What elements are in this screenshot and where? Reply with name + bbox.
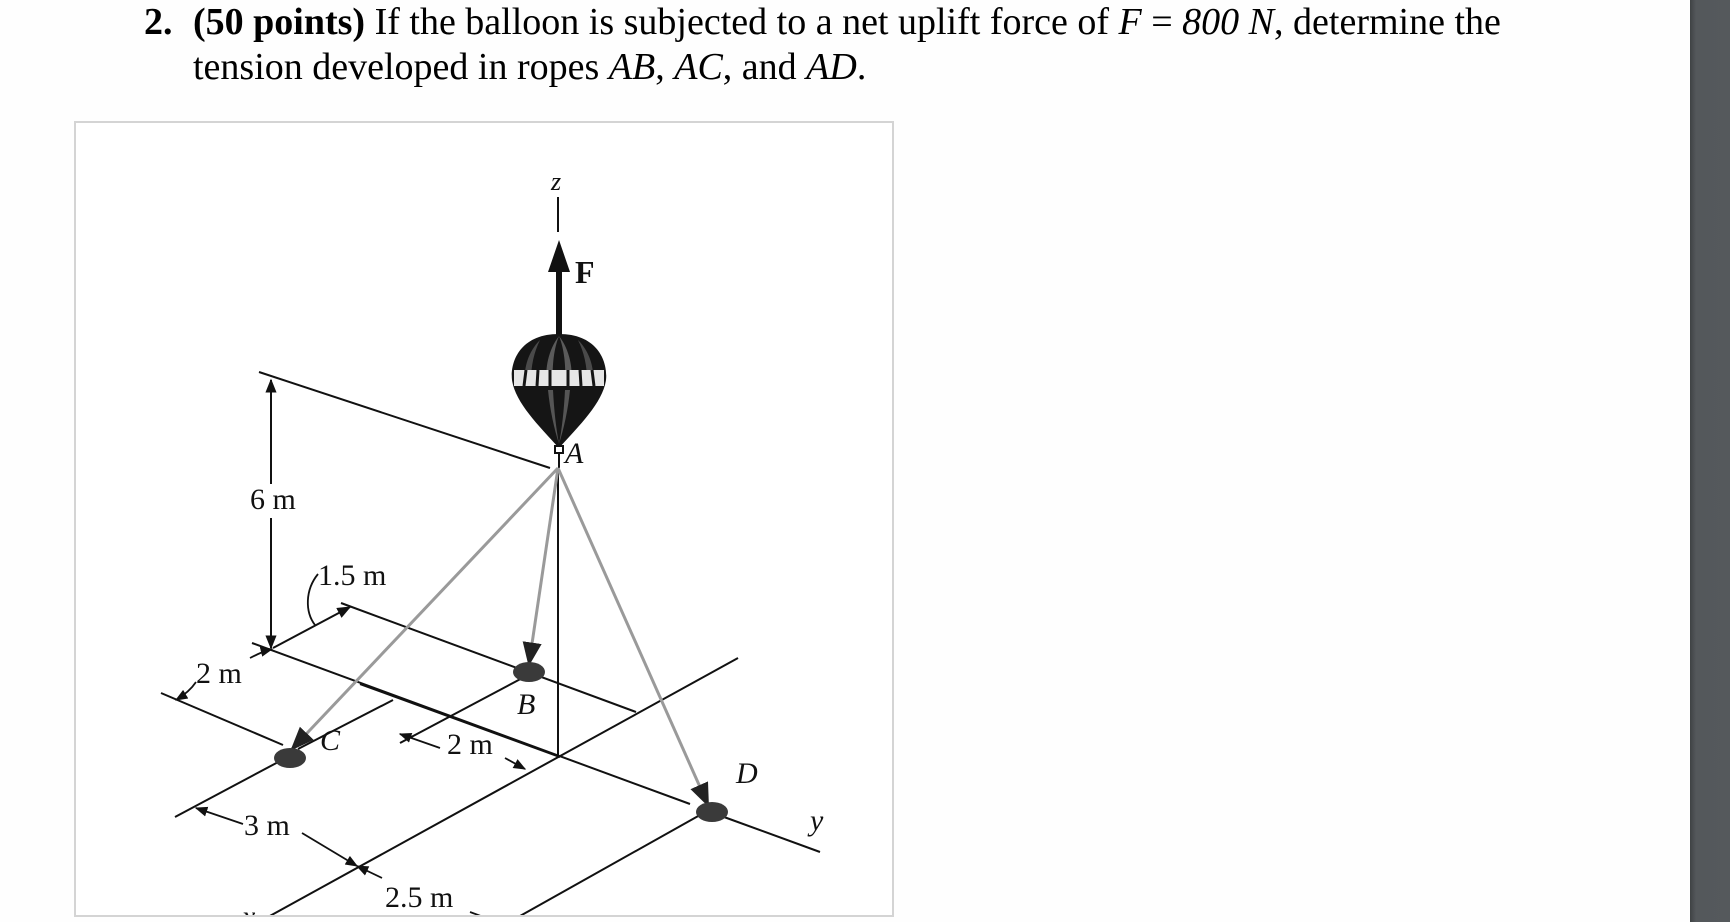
dim-1-5m-leader <box>306 573 319 626</box>
problem-points: (50 points) <box>193 1 366 43</box>
side-panel-scroll-area[interactable] <box>1690 0 1730 922</box>
force-value: 800 N <box>1182 1 1275 43</box>
anchor-d-icon <box>696 802 728 822</box>
rope-ad: AD <box>806 46 857 88</box>
problem-line-1: 2. (50 points) If the balloon is subjecte… <box>144 0 1644 45</box>
dim-2m-mid-leader-b <box>504 757 527 770</box>
dim-2m-left-label: 2 m <box>196 657 242 690</box>
anchor-b-icon <box>513 662 545 682</box>
period: . <box>856 46 867 88</box>
dim-1-5m-label: 1.5 m <box>318 559 386 592</box>
problem-statement: 2. (50 points) If the balloon is subjecte… <box>144 0 1644 90</box>
dim-6m-label: 6 m <box>250 483 296 516</box>
dim-2-5m-leader-b <box>469 911 481 915</box>
balloon-diagram-figure: z F <box>74 121 894 917</box>
separator: , <box>655 46 675 88</box>
point-d-label: D <box>735 757 758 790</box>
problem-text-2: tension developed in ropes <box>193 46 609 88</box>
ground-grid <box>160 602 821 915</box>
point-b-label: B <box>517 688 535 721</box>
point-a-label: A <box>563 437 584 470</box>
dim-2m-left-leader-a <box>174 681 197 701</box>
point-c-label: C <box>320 724 341 757</box>
rope-ab-line <box>522 467 560 667</box>
rope-ac-line <box>290 466 560 751</box>
dim-2-5m-leader-a <box>355 865 383 879</box>
dim-3m-leader-a <box>194 806 244 825</box>
rope-ac: AC <box>674 46 723 88</box>
dim-2m-mid-label: 2 m <box>447 728 493 761</box>
force-arrow-icon <box>548 240 570 336</box>
equals-sign: = <box>1141 1 1183 43</box>
problem-text-1-end: , determine the <box>1274 1 1501 43</box>
balloon-diagram-svg: z F <box>160 167 824 917</box>
z-axis-label: z <box>550 167 561 196</box>
problem-number: 2. <box>144 1 173 43</box>
separator: , and <box>722 46 807 88</box>
dim-2-5m-label: 2.5 m <box>385 881 453 914</box>
force-label: F <box>575 254 595 290</box>
problem-text-1: If the balloon is subjected to a net upl… <box>365 1 1119 43</box>
document-page: 2. (50 points) If the balloon is subjecte… <box>74 0 1644 917</box>
dim-2m-mid-leader-a <box>398 732 441 749</box>
height-reference-line <box>258 371 551 469</box>
problem-line-2: tension developed in ropes AB, AC, and A… <box>144 45 1644 90</box>
rope-ab: AB <box>608 46 656 88</box>
rope-ad-line <box>556 467 710 808</box>
y-axis-label: y <box>807 804 824 837</box>
ropes <box>290 466 710 808</box>
anchor-c-icon <box>274 748 306 768</box>
force-symbol: F <box>1118 1 1142 43</box>
dim-3m-label: 3 m <box>244 809 290 842</box>
dim-2m-left-leader-b <box>249 646 274 659</box>
x-axis-label: x <box>241 900 256 917</box>
balloon-icon <box>511 334 607 468</box>
dim-3m-leader-b <box>301 832 359 867</box>
